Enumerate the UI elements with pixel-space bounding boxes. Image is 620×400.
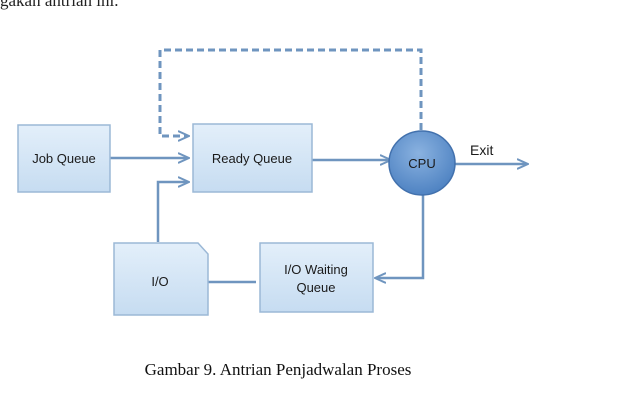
figure-caption: Gambar 9. Antrian Penjadwalan Proses bbox=[144, 360, 412, 379]
io-waiting-label-line1: I/O Waiting bbox=[284, 262, 348, 277]
ready-queue-label: Ready Queue bbox=[212, 151, 292, 166]
ready-queue-node: Ready Queue bbox=[192, 123, 313, 193]
job-queue-label: Job Queue bbox=[32, 151, 96, 166]
io-waiting-queue-node: I/O Waiting Queue bbox=[259, 242, 374, 313]
top-text-fragment: gakan antrian ini. bbox=[0, 0, 119, 10]
arrow-io-to-ready bbox=[156, 182, 188, 242]
dashed-feedback-arrow bbox=[158, 48, 423, 136]
io-waiting-label-line2: Queue bbox=[296, 280, 335, 295]
job-queue-node: Job Queue bbox=[17, 124, 111, 193]
cpu-label: CPU bbox=[408, 156, 435, 171]
arrow-cpu-to-io-waiting bbox=[376, 194, 425, 278]
exit-label: Exit bbox=[470, 142, 493, 158]
io-label: I/O bbox=[151, 274, 168, 289]
cpu-node: CPU bbox=[388, 130, 456, 196]
io-node: I/O bbox=[113, 242, 209, 316]
